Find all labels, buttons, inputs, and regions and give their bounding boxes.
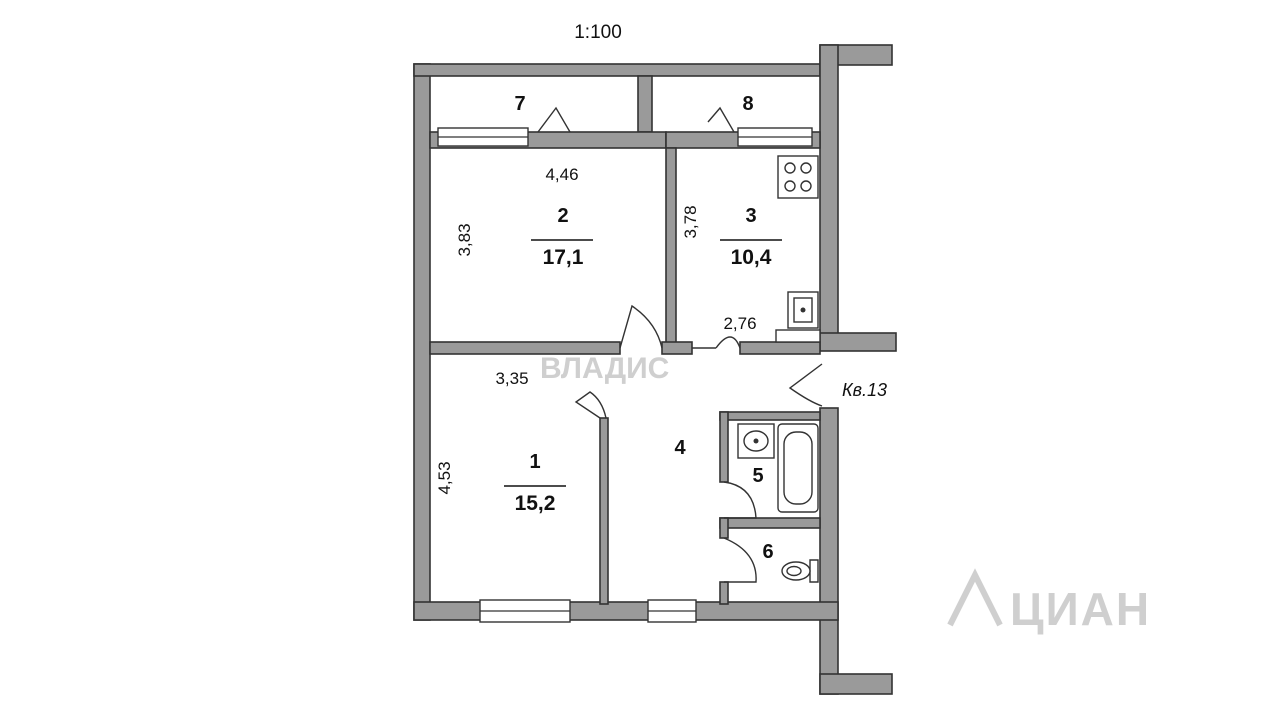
room-3-number: 3 bbox=[745, 205, 756, 227]
door-room3 bbox=[692, 336, 741, 349]
fixtures bbox=[737, 155, 821, 583]
wall-top bbox=[413, 63, 821, 77]
wall-right-upper bbox=[819, 44, 839, 346]
door-room1 bbox=[574, 391, 607, 419]
room-1-number: 1 bbox=[529, 451, 540, 473]
watermark-cian: ЦИАН bbox=[1010, 583, 1151, 635]
room-4-number: 4 bbox=[674, 437, 686, 459]
room-5-number: 5 bbox=[752, 465, 763, 487]
room-3-height: 3,78 bbox=[681, 205, 700, 238]
toilet-tank bbox=[809, 559, 819, 583]
room-1-height: 4,53 bbox=[435, 461, 454, 494]
door-balcony-8 bbox=[707, 106, 735, 133]
wall-left bbox=[413, 63, 431, 621]
door-room2 bbox=[619, 304, 663, 349]
wall-room1-corridor bbox=[599, 417, 609, 605]
wall-bath-wc bbox=[719, 517, 821, 529]
wall-right-foot bbox=[819, 673, 893, 695]
door-wc bbox=[723, 537, 757, 583]
scale-label: 1:100 bbox=[574, 22, 622, 43]
room-8-number: 8 bbox=[742, 93, 753, 115]
watermark-vladis: ВЛАДИС bbox=[540, 352, 669, 385]
door-entrance bbox=[788, 363, 823, 407]
room-7-number: 7 bbox=[514, 93, 525, 115]
wall-wc-left-bottom bbox=[719, 581, 729, 605]
windows bbox=[437, 127, 813, 623]
wall-room3-bottom bbox=[739, 341, 821, 355]
balcony-divider bbox=[637, 75, 653, 133]
watermarks: ВЛАДИС ЦИАН bbox=[540, 352, 1151, 635]
room-1-area: 15,2 bbox=[515, 492, 556, 515]
wall-right-lower bbox=[819, 407, 839, 695]
room-3-width: 2,76 bbox=[723, 314, 756, 333]
wall-wc-left-top bbox=[719, 517, 729, 539]
room-6-number: 6 bbox=[762, 541, 773, 563]
room-2-number: 2 bbox=[557, 205, 568, 227]
wall-room2-room3 bbox=[665, 147, 677, 345]
room-1-width: 3,35 bbox=[495, 369, 528, 388]
door-balcony-7 bbox=[537, 106, 571, 133]
room-3-area: 10,4 bbox=[731, 246, 772, 269]
room-2-width: 4,46 bbox=[545, 165, 578, 184]
kitchen-counter bbox=[775, 329, 821, 343]
stove-icon bbox=[777, 155, 819, 199]
wall-bath-left bbox=[719, 411, 729, 483]
doors bbox=[537, 106, 823, 583]
room-2-area: 17,1 bbox=[543, 246, 584, 269]
wall-right-stub bbox=[819, 332, 897, 352]
apartment-label: Кв.13 bbox=[842, 380, 887, 400]
cian-logo-icon bbox=[947, 568, 1003, 627]
wall-bottom bbox=[413, 601, 839, 621]
door-bathroom bbox=[723, 481, 757, 519]
wall-bath-top bbox=[719, 411, 821, 421]
labels: 1:100 7 8 4,46 3,83 2 17,1 3,78 3 10,4 2… bbox=[435, 22, 887, 563]
room-2-height: 3,83 bbox=[455, 223, 474, 256]
